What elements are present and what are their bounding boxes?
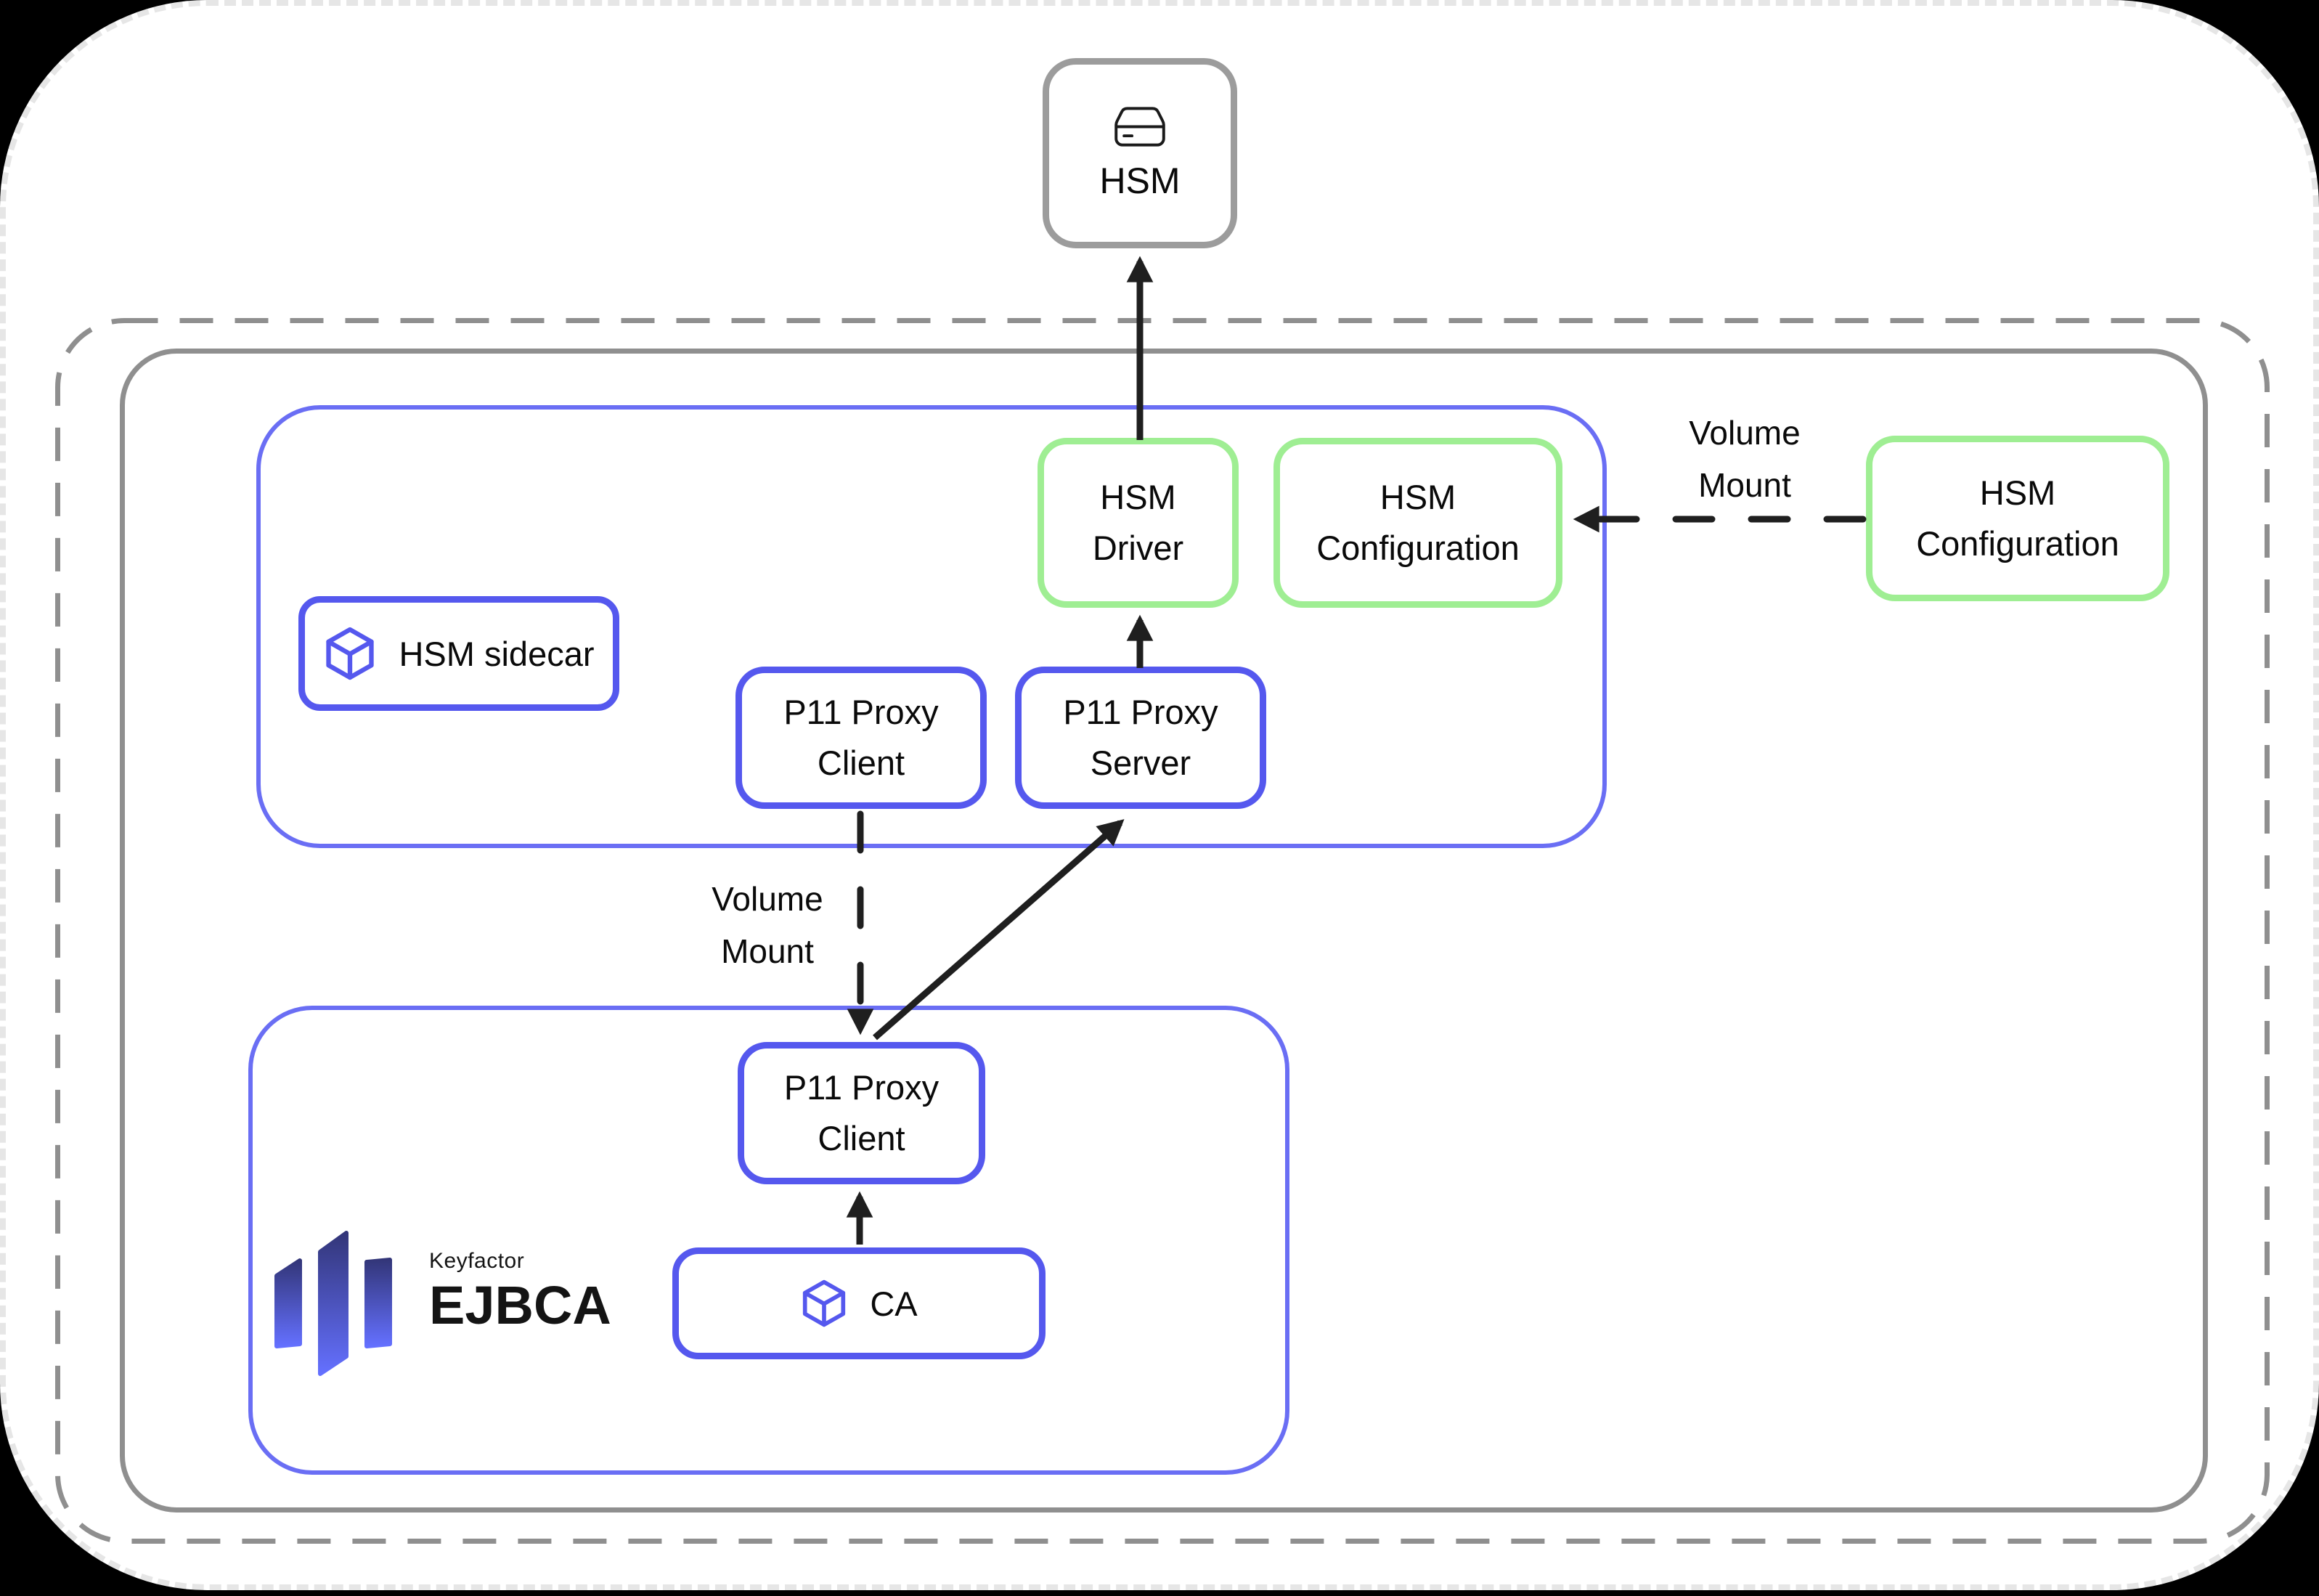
p11-server-line2: Server	[1090, 744, 1191, 782]
volume-mount-config-line2: Mount	[1698, 466, 1791, 504]
hsm-node: HSM	[1043, 58, 1237, 248]
hsm-config-sidecar-line2: Configuration	[1316, 529, 1520, 567]
hsm-sidecar-label: HSM sidecar	[399, 634, 595, 673]
ejbca-pod	[248, 1006, 1289, 1475]
volume-mount-label-config: Volume Mount	[1599, 407, 1890, 511]
node-boundary	[120, 349, 2208, 1512]
p11-client-ejbca-line2: Client	[818, 1119, 905, 1157]
p11-proxy-server-node: P11 Proxy Server	[1015, 667, 1266, 809]
logo-bar	[318, 1231, 349, 1376]
ca-label: CA	[870, 1284, 918, 1323]
logo-brand: Keyfactor	[429, 1249, 525, 1273]
volume-mount-label-client: Volume Mount	[622, 873, 913, 977]
hsm-configuration-external-node: HSM Configuration	[1866, 436, 2169, 601]
ca-node: CA	[672, 1247, 1046, 1359]
p11-server-line1: P11 Proxy	[1063, 693, 1218, 731]
hsm-configuration-sidecar-node: HSM Configuration	[1273, 438, 1562, 608]
p11-proxy-client-sidecar-node: P11 Proxy Client	[735, 667, 987, 809]
keyfactor-logo-text: Keyfactor EJBCA	[429, 1249, 611, 1335]
hsm-label: HSM	[1099, 160, 1181, 201]
volume-mount-config-line1: Volume	[1689, 414, 1801, 452]
volume-mount-client-line1: Volume	[712, 880, 823, 918]
p11-proxy-client-ejbca-node: P11 Proxy Client	[738, 1042, 985, 1184]
p11-client-ejbca-line1: P11 Proxy	[783, 1068, 940, 1107]
hsm-config-external-line2: Configuration	[1916, 524, 2119, 563]
keyfactor-logo-mark	[274, 1231, 392, 1376]
hsm-driver-node: HSM Driver	[1038, 438, 1239, 608]
hard-drive-icon	[1114, 105, 1165, 148]
logo-bar	[274, 1258, 302, 1348]
p11-client-sidecar-line1: P11 Proxy	[783, 693, 939, 731]
hsm-config-external-line1: HSM	[1979, 473, 2056, 512]
hsm-driver-label-line1: HSM	[1100, 478, 1176, 516]
p11-client-sidecar-line2: Client	[817, 744, 905, 782]
hsm-driver-label-line2: Driver	[1092, 529, 1184, 567]
cube-icon	[323, 627, 377, 680]
logo-bar	[364, 1258, 392, 1348]
cube-icon	[800, 1279, 848, 1327]
volume-mount-client-line2: Mount	[721, 932, 814, 970]
hsm-config-sidecar-line1: HSM	[1379, 478, 1456, 516]
logo-product: EJBCA	[429, 1275, 611, 1335]
hsm-sidecar-title-box: HSM sidecar	[298, 596, 619, 711]
